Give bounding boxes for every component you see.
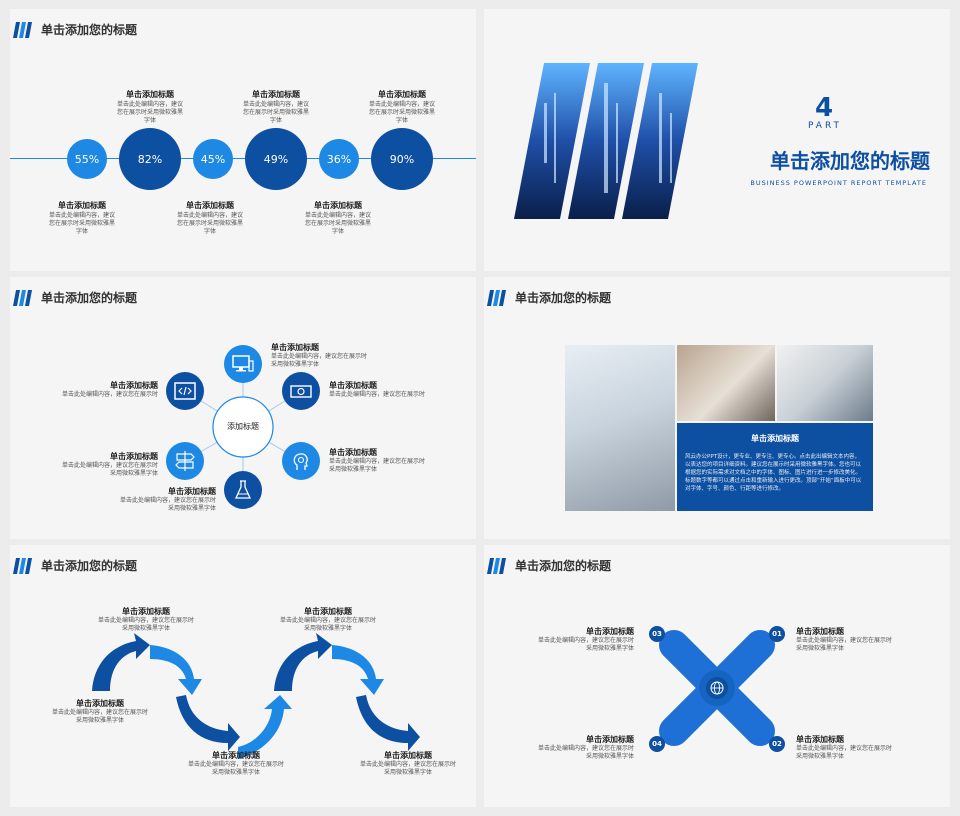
slide-title: 单击添加您的标题: [41, 559, 138, 573]
label-desc: 单击此处编辑内容，建议您在展示时采用微软雅黑字体: [176, 212, 243, 235]
label-desc: 单击此处编辑内容，建议您在展示时采用微软雅黑字体: [279, 617, 376, 632]
label-title: 单击添加标题: [378, 90, 426, 99]
percent-circle-2: 82%: [119, 128, 181, 190]
slide-header: 单击添加您的标题: [13, 557, 137, 574]
box-title: 单击添加标题: [751, 434, 799, 443]
slide-title: 单击添加您的标题: [515, 559, 612, 573]
section-title: 单击添加您的标题: [770, 149, 930, 173]
slide-x-diagram[interactable]: 单击添加您的标题 01 02 03 04 单击添加标题 单击此处编辑内容，建议您…: [484, 545, 950, 807]
label-title: 单击添加标题: [122, 607, 170, 616]
globe-icon: [710, 681, 724, 695]
label-title: 单击添加标题: [168, 487, 216, 496]
center-title: 添加标题: [227, 422, 259, 431]
label-title: 单击添加标题: [186, 201, 234, 210]
logo-stripes-icon: [487, 557, 506, 574]
label-desc: 单击此处编辑内容，建议您在展示时: [329, 391, 426, 398]
percent-circle-4: 49%: [245, 128, 307, 190]
slide-wave-arrows[interactable]: 单击添加您的标题 单击添加标题 单击此处编辑内容，建议您在展示时采用微软雅黑字体…: [10, 545, 476, 807]
label-desc: 单击此处编辑内容，建议您在展示时采用微软雅黑字体: [537, 745, 634, 760]
label-title: 单击添加标题: [384, 751, 432, 760]
box-text: 风云办公PPT设计，更专业、更专注、更专心。点击此出编辑文本内容，以表达您的项目…: [685, 454, 862, 492]
label-desc: 单击此处编辑内容，建议您在展示时采用微软雅黑字体: [48, 212, 115, 235]
slide-title: 单击添加您的标题: [41, 291, 138, 305]
slide-title: 单击添加您的标题: [41, 23, 138, 37]
step-badge-04: 04: [649, 736, 665, 752]
label-desc: 单击此处编辑内容，建议您在展示时采用微软雅黑字体: [796, 637, 893, 652]
label-desc: 单击此处编辑内容，建议您在展示时: [61, 391, 158, 398]
label-desc: 单击此处编辑内容，建议您在展示时采用微软雅黑字体: [187, 761, 284, 776]
money-icon: [282, 372, 320, 410]
label-desc: 单击此处编辑内容，建议您在展示时采用微软雅黑字体: [359, 761, 456, 776]
slide-title: 单击添加您的标题: [515, 291, 612, 305]
part-label: PART: [807, 121, 843, 131]
logo-stripes-icon: [487, 289, 506, 306]
logo-stripes-icon: [13, 557, 32, 574]
label-desc: 单击此处编辑内容，建议您在展示时采用微软雅黑字体: [242, 101, 309, 124]
label-title: 单击添加标题: [586, 627, 634, 636]
label-desc: 单击此处编辑内容，建议您在展示时采用微软雅黑字体: [271, 353, 368, 368]
label-desc: 单击此处编辑内容，建议您在展示时采用微软雅黑字体: [51, 709, 148, 724]
slide-icon-cluster[interactable]: 单击添加您的标题 添加标题 单击添加标题 单击此处编辑内容，建议您在展示时采用微…: [10, 277, 476, 539]
x-shape: [659, 630, 775, 746]
text-box: [677, 423, 873, 511]
step-badge-03: 03: [649, 626, 665, 642]
label-desc: 单击此处编辑内容，建议您在展示时采用微软雅黑字体: [61, 462, 158, 477]
logo-stripes-icon: [13, 21, 32, 38]
label-title: 单击添加标题: [304, 607, 352, 616]
business-photo-1: [565, 345, 675, 511]
timeline-line: [10, 158, 476, 159]
step-badge-02: 02: [769, 736, 785, 752]
city-photo-strips: [514, 63, 698, 219]
flask-icon: [224, 471, 262, 509]
label-title: 单击添加标题: [58, 201, 106, 210]
percent-circle-6: 90%: [371, 128, 433, 190]
business-photo-2: [677, 345, 775, 421]
label-title: 单击添加标题: [110, 452, 158, 461]
monitor-icon: [224, 345, 262, 383]
label-title: 单击添加标题: [586, 735, 634, 744]
label-title: 单击添加标题: [110, 381, 158, 390]
head-lightbulb-icon: [282, 442, 320, 480]
slide-section-cover[interactable]: 4 PART 单击添加您的标题 BUSINESS POWERPOINT REPO…: [484, 9, 950, 271]
label-title: 单击添加标题: [314, 201, 362, 210]
signpost-icon: [166, 442, 204, 480]
step-badge-01: 01: [769, 626, 785, 642]
percent-circle-5: 36%: [319, 139, 359, 179]
label-title: 单击添加标题: [329, 448, 377, 457]
label-desc: 单击此处编辑内容，建议您在展示时采用微软雅黑字体: [329, 458, 426, 473]
percent-circle-3: 45%: [193, 139, 233, 179]
label-desc: 单击此处编辑内容，建议您在展示时采用微软雅黑字体: [304, 212, 371, 235]
label-title: 单击添加标题: [271, 343, 319, 352]
slide-header: 单击添加您的标题: [487, 289, 611, 306]
label-desc: 单击此处编辑内容，建议您在展示时采用微软雅黑字体: [119, 497, 216, 512]
label-desc: 单击此处编辑内容，建议您在展示时采用微软雅黑字体: [97, 617, 194, 632]
label-title: 单击添加标题: [796, 627, 844, 636]
label-desc: 单击此处编辑内容，建议您在展示时采用微软雅黑字体: [537, 637, 634, 652]
wave-arrow-diagram: [92, 633, 420, 759]
label-title: 单击添加标题: [126, 90, 174, 99]
logo-stripes-icon: [13, 289, 32, 306]
section-subtitle: BUSINESS POWERPOINT REPORT TEMPLATE: [750, 179, 927, 187]
label-desc: 单击此处编辑内容，建议您在展示时采用微软雅黑字体: [116, 101, 183, 124]
label-desc: 单击此处编辑内容，建议您在展示时采用微软雅黑字体: [796, 745, 893, 760]
label-title: 单击添加标题: [212, 751, 260, 760]
part-number: 4: [814, 93, 834, 123]
slide-header: 单击添加您的标题: [487, 557, 611, 574]
label-title: 单击添加标题: [76, 699, 124, 708]
label-title: 单击添加标题: [252, 90, 300, 99]
label-title: 单击添加标题: [329, 381, 377, 390]
label-title: 单击添加标题: [796, 735, 844, 744]
label-desc: 单击此处编辑内容，建议您在展示时采用微软雅黑字体: [368, 101, 435, 124]
business-photo-3: [777, 345, 873, 421]
slide-header: 单击添加您的标题: [13, 21, 137, 38]
code-icon: [166, 372, 204, 410]
slide-photo-text[interactable]: 单击添加您的标题 单击添加标题 风云办公PPT设计，更专业、更专注、更专心。点击…: [484, 277, 950, 539]
percent-circle-1: 55%: [67, 139, 107, 179]
slide-percent-circles[interactable]: 单击添加您的标题 55% 82% 45% 49% 36% 90% 单击添加标题 …: [10, 9, 476, 271]
slide-header: 单击添加您的标题: [13, 289, 137, 306]
